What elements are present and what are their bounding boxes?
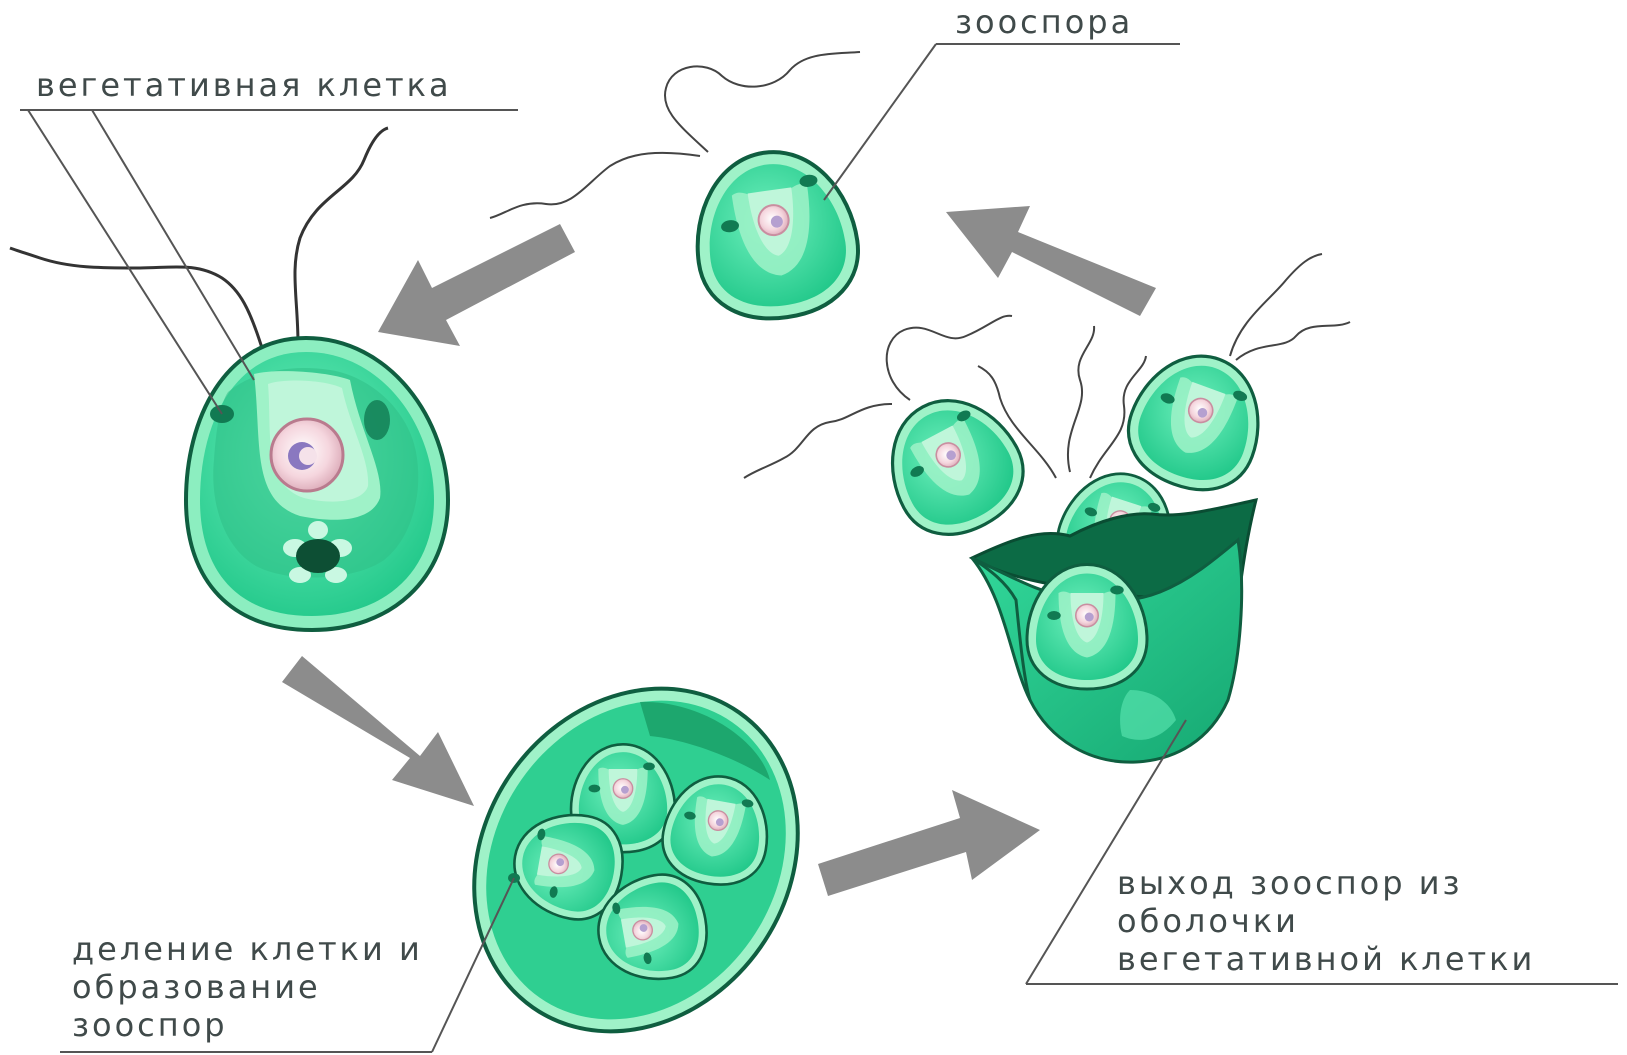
zoospore-top bbox=[490, 52, 866, 328]
label-exit: выход зооспор из оболочки вегетативной к… bbox=[1117, 864, 1535, 978]
label-division-line-2: образование bbox=[72, 968, 423, 1006]
flagellum bbox=[665, 52, 860, 152]
flagellum bbox=[490, 153, 700, 218]
arrow-vegetative-to-division bbox=[282, 656, 474, 806]
arrow-zoospore-to-vegetative bbox=[378, 224, 575, 346]
label-exit-line-1: выход зооспор из bbox=[1117, 864, 1535, 902]
contractile-vacuole bbox=[364, 400, 390, 440]
nucleolus-highlight bbox=[299, 447, 317, 465]
label-exit-line-3: вегетативной клетки bbox=[1117, 940, 1535, 978]
flagellum-left bbox=[10, 248, 262, 348]
leader-zoo-to-cell bbox=[824, 44, 936, 200]
label-zoospore: зооспора bbox=[955, 3, 1133, 41]
flagellum-right bbox=[295, 128, 388, 344]
vegetative-cell bbox=[10, 128, 448, 630]
label-division-line-3: зооспор bbox=[72, 1006, 423, 1044]
label-division: деление клетки и образование зооспор bbox=[72, 930, 423, 1044]
arrow-division-to-exit bbox=[818, 790, 1040, 896]
label-vegetative-cell: вегетативная клетка bbox=[36, 66, 452, 104]
leader-veg-to-cell bbox=[92, 110, 254, 380]
arrow-exit-to-zoospore bbox=[946, 206, 1156, 316]
label-division-line-1: деление клетки и bbox=[72, 930, 423, 968]
empty-cell-wall bbox=[972, 500, 1256, 762]
dividing-cell bbox=[408, 625, 864, 1055]
label-exit-line-2: оболочки bbox=[1117, 902, 1535, 940]
